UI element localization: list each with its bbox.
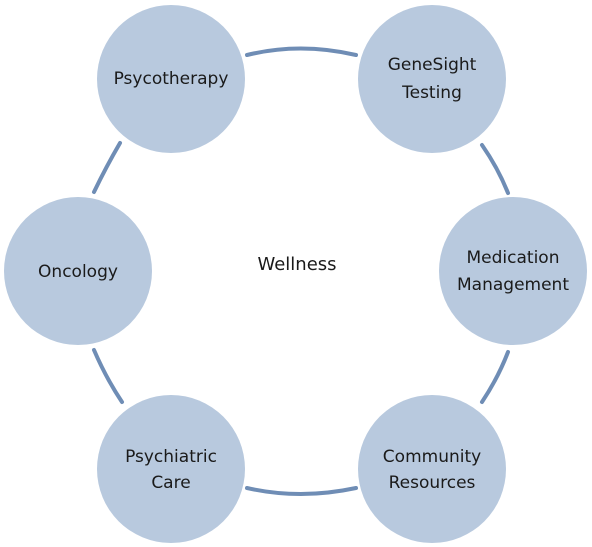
connector-arc [480,350,510,404]
node-label-line-2: Resources [389,473,476,493]
connector-arc [480,143,510,195]
node-label: Oncology [38,262,118,282]
connector-group [92,46,510,496]
node-label-line-1: Medication [467,248,560,268]
node-label-line-1: Psychiatric [125,447,217,467]
node-label-line-1: Community [383,447,481,467]
connector-arc [92,348,124,404]
node-genesight-testing: GeneSight Testing [358,5,506,153]
node-label: Psycotherapy [114,69,229,89]
node-circle [97,395,245,543]
node-label-line-2: Management [457,275,569,295]
node-circle [97,5,245,153]
node-psychiatric-care: Psychiatric Care [97,395,245,543]
connector-arc [245,46,358,57]
connector-arc [245,486,358,496]
node-circle [358,5,506,153]
node-oncology: Oncology [4,197,152,345]
node-circle [439,197,587,345]
node-psycotherapy: Psycotherapy [97,5,245,153]
node-label-line-2: Testing [401,83,462,103]
node-circle [358,395,506,543]
node-community-resources: Community Resources [358,395,506,543]
node-medication-management: Medication Management [439,197,587,345]
node-circle [4,197,152,345]
node-label-line-1: GeneSight [388,55,477,75]
center-label: Wellness [257,254,336,275]
connector-arc [92,141,122,194]
node-label-line-2: Care [151,473,190,493]
